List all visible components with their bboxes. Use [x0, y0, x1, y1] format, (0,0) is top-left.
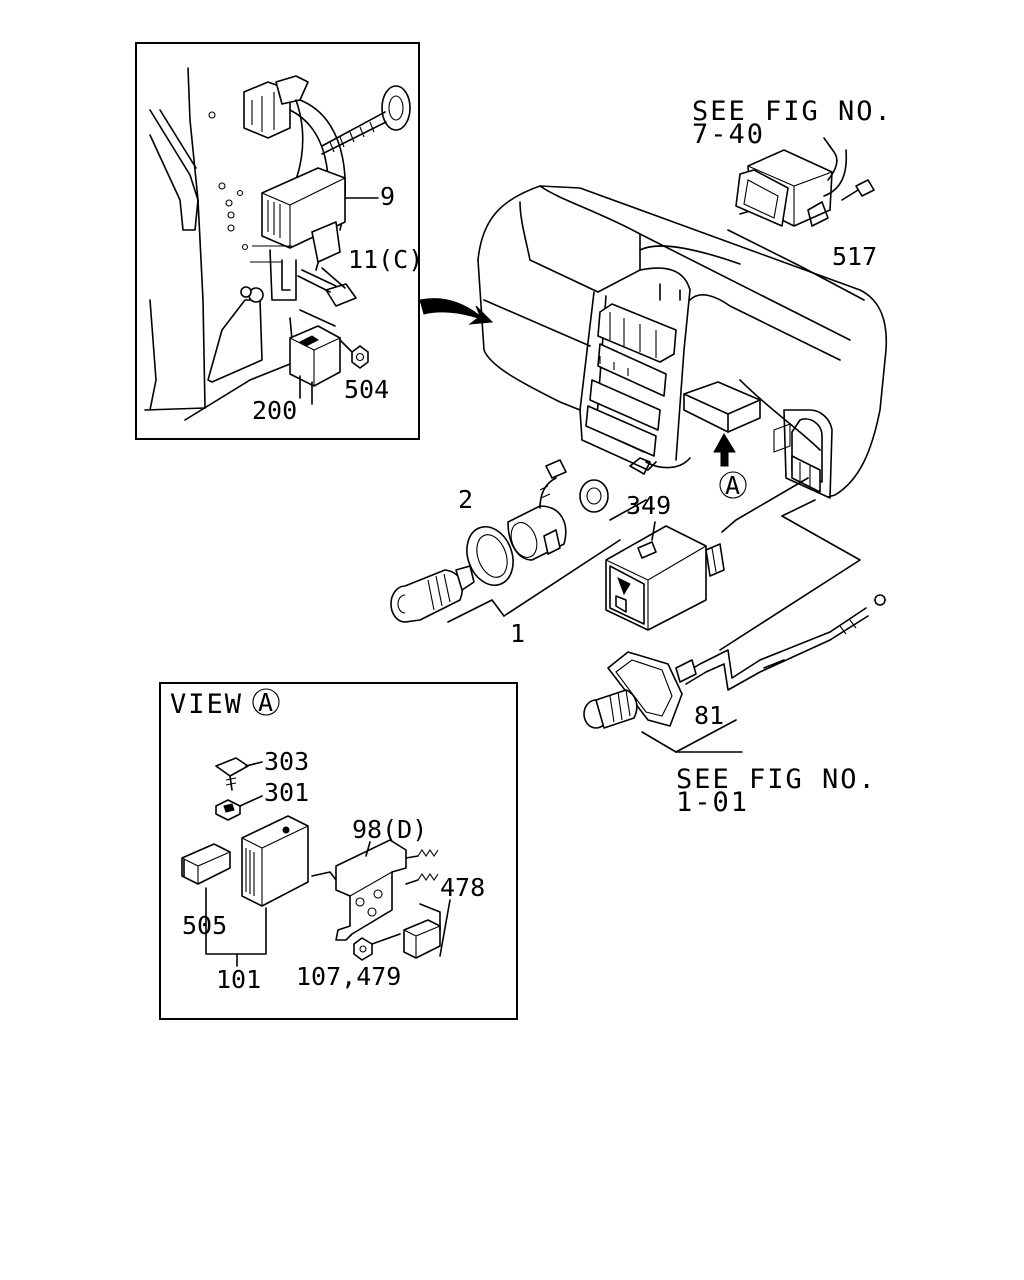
see-fig-740-line2: 7-40: [692, 119, 765, 150]
dashboard-assembly: [477, 185, 888, 651]
label-11c: 11(C): [348, 245, 423, 274]
see-fig-101-line2: 1-01: [676, 787, 749, 818]
see-fig-740-line1: SEE FIG NO.: [692, 96, 893, 127]
inset-view-a: [159, 682, 518, 1020]
label-9: 9: [380, 182, 395, 211]
hazard-switch-349: [605, 521, 725, 631]
label-107-479: 107,479: [296, 962, 401, 991]
arrow-a-letter: A: [725, 471, 740, 500]
label-478: 478: [440, 873, 485, 902]
label-1: 1: [510, 619, 525, 648]
lighter-assembly: [390, 459, 647, 623]
view-a-circle-letter: A: [258, 688, 273, 717]
label-301: 301: [264, 778, 309, 807]
callout-arrow: [419, 298, 494, 325]
label-81: 81: [694, 701, 724, 730]
label-200: 200: [252, 396, 297, 425]
label-504: 504: [344, 375, 389, 404]
see-fig-101-line1: SEE FIG NO.: [676, 764, 877, 795]
hood-release-81: [583, 594, 886, 753]
view-a-title: VIEW: [170, 689, 243, 720]
inset-relay-area: [135, 42, 420, 440]
label-303: 303: [264, 747, 309, 776]
label-505: 505: [182, 911, 227, 940]
label-101: 101: [216, 965, 261, 994]
switch-517: [735, 137, 875, 227]
label-349: 349: [626, 491, 671, 520]
label-2: 2: [458, 485, 473, 514]
label-517: 517: [832, 242, 877, 271]
label-98d: 98(D): [352, 815, 427, 844]
